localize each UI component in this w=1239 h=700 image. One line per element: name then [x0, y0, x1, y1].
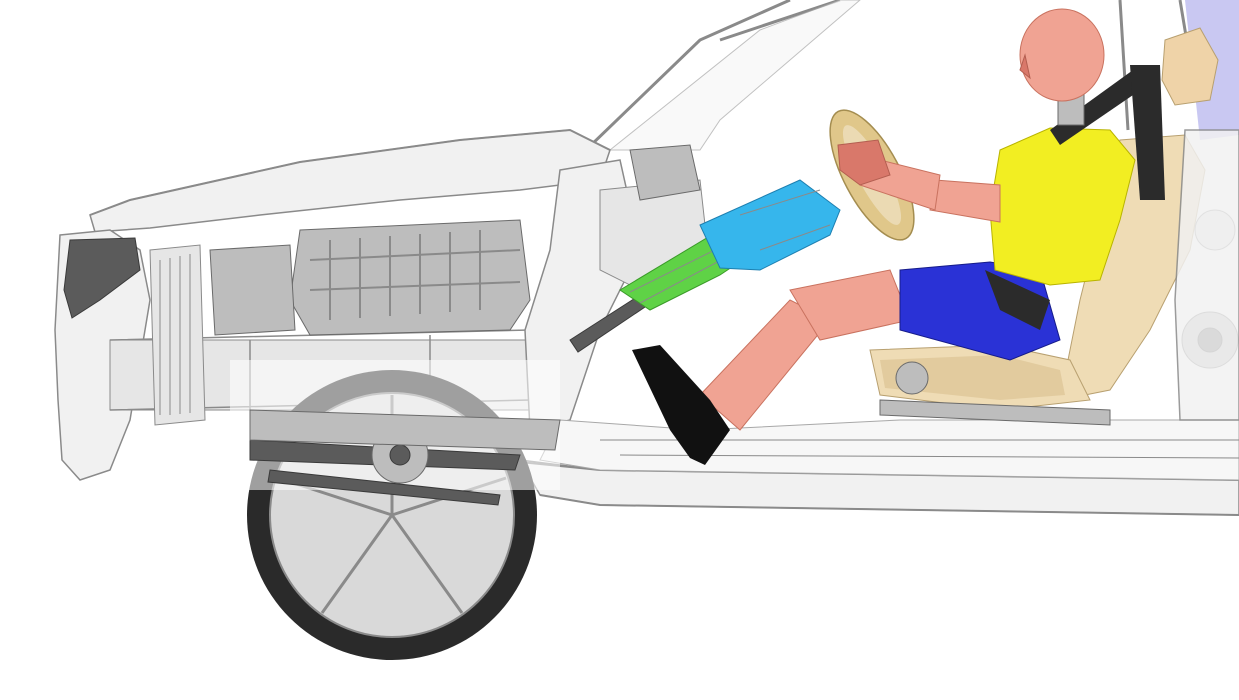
- dummy-hand: [837, 139, 891, 186]
- engine-cylinders: [309, 230, 521, 320]
- headlight-grille: [63, 237, 141, 319]
- windshield: [608, 0, 861, 151]
- subframe: [249, 409, 561, 451]
- dummy-shoe: [632, 345, 730, 465]
- radiator: [149, 244, 206, 426]
- seat-rail: [879, 399, 1111, 426]
- front-wheel-assembly: [230, 360, 561, 660]
- roof-pillar: [558, 0, 1192, 177]
- dummy-upper-arm: [929, 179, 1001, 223]
- b-pillar-trim: [1174, 129, 1239, 421]
- seat-recliner: [895, 361, 929, 395]
- rear-components: [1174, 129, 1239, 421]
- brake-booster: [629, 144, 701, 201]
- driveshaft: [267, 469, 501, 506]
- dummy-head: [1019, 8, 1105, 102]
- intake-component: [209, 244, 296, 336]
- crash-test-dummy: [632, 8, 1165, 465]
- floor-pan: [539, 419, 1239, 481]
- hood: [89, 129, 611, 233]
- engine-block: [289, 219, 531, 336]
- engine-bay: [149, 144, 711, 426]
- seat-headrest: [1161, 27, 1219, 106]
- driver-seat: [869, 27, 1219, 426]
- steering-column-cyan: [699, 179, 841, 271]
